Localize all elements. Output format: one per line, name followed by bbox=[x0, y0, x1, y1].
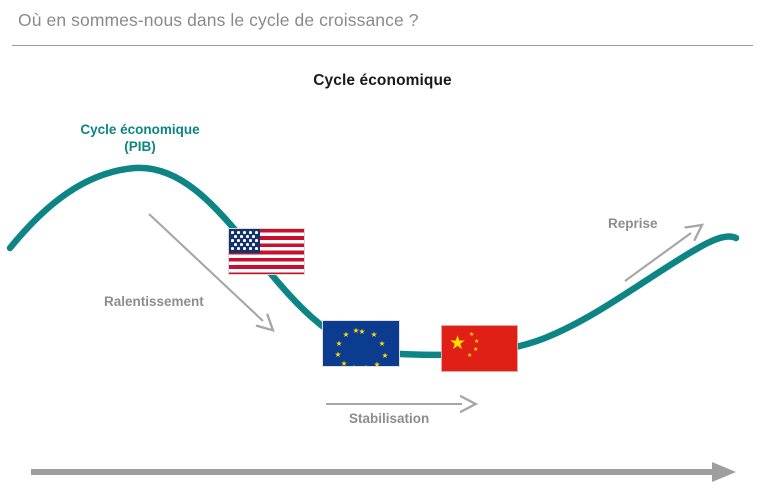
cycle-gdp-label-line2: (PIB) bbox=[124, 139, 156, 154]
eu-flag-icon: ★ ★ ★ ★ ★ ★ ★ ★ ★ ★ ★ ★ bbox=[322, 320, 400, 367]
recovery-arrow bbox=[624, 233, 691, 282]
china-flag-icon: ★ ★ ★ ★ ★ bbox=[441, 325, 518, 372]
chart-title: Cycle économique bbox=[313, 72, 452, 89]
us-flag-canton bbox=[229, 229, 260, 254]
header-divider bbox=[12, 45, 753, 46]
time-axis-arrow bbox=[31, 462, 736, 482]
cycle-gdp-label: Cycle économique (PIB) bbox=[70, 121, 210, 155]
china-flag-big-star: ★ bbox=[449, 333, 467, 354]
phase-label-slowdown: Ralentissement bbox=[104, 294, 204, 309]
phase-label-stabilisation: Stabilisation bbox=[349, 411, 430, 426]
phase-label-recovery: Reprise bbox=[608, 216, 658, 231]
slowdown-arrow bbox=[148, 213, 263, 321]
cycle-gdp-label-line1: Cycle économique bbox=[80, 122, 200, 137]
page-title: Où en sommes-nous dans le cycle de crois… bbox=[18, 10, 419, 30]
us-flag-icon bbox=[228, 228, 305, 275]
